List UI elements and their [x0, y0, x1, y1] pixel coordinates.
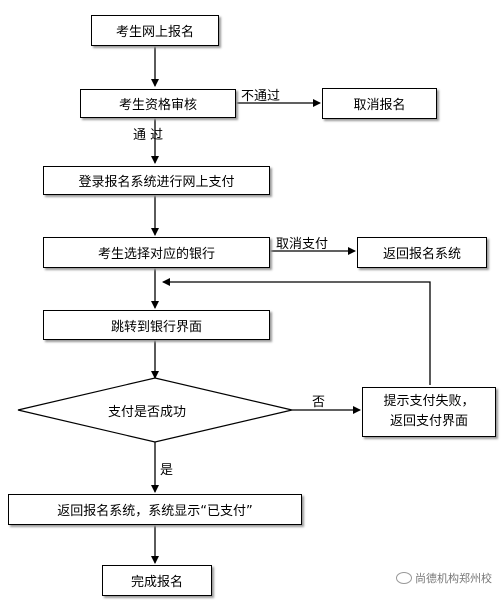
payment-failed-line2: 返回支付界面 — [389, 414, 468, 429]
decision-label: 支付是否成功 — [108, 405, 187, 420]
label-cancel-pay: 取消支付 — [276, 237, 329, 252]
watermark-text: 尚德机构郑州校 — [415, 572, 492, 585]
decision-diamond — [17, 377, 293, 443]
node-online-registration: 考生网上报名 — [91, 15, 219, 46]
node-jump-bank: 跳转到银行界面 — [43, 310, 270, 340]
node-qualification-review: 考生资格审核 — [80, 89, 236, 118]
label-not-pass: 不通过 — [241, 89, 281, 104]
arrow-fail-loop-back — [162, 278, 431, 385]
node-choose-bank: 考生选择对应的银行 — [43, 237, 270, 268]
label-no: 否 — [312, 395, 326, 410]
watermark: 尚德机构郑州校 — [396, 570, 492, 586]
node-cancel-registration: 取消报名 — [322, 88, 437, 119]
node-return-show-paid: 返回报名系统，系统显示“已支付” — [8, 494, 302, 525]
label-yes: 是 — [160, 463, 174, 478]
payment-failed-line1: 提示支付失败， — [383, 394, 475, 409]
node-payment-failed: 提示支付失败， 返回支付界面 — [362, 387, 496, 437]
node-return-system: 返回报名系统 — [357, 237, 487, 268]
label-pass: 通 过 — [133, 128, 164, 143]
wechat-icon — [396, 572, 412, 584]
node-login-payment: 登录报名系统进行网上支付 — [43, 166, 270, 195]
node-complete-registration: 完成报名 — [102, 565, 212, 596]
